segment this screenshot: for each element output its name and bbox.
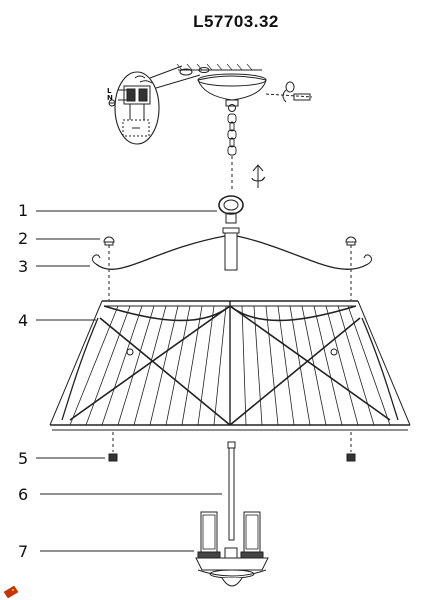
part-6-rod	[40, 441, 236, 541]
wiring-label-live: L	[107, 87, 112, 95]
corner-tag-icon	[3, 585, 19, 599]
model-number-title: L57703.32	[193, 12, 279, 31]
callout-number-6: 6	[18, 485, 29, 504]
chain	[227, 113, 237, 156]
wiring-label-neutral: N	[107, 94, 113, 102]
callout-number-2: 2	[18, 229, 29, 248]
wiring-inset	[108, 65, 201, 145]
callout-number-4: 4	[18, 311, 29, 330]
ceiling-mount	[176, 63, 313, 190]
part-5-nuts	[36, 432, 356, 462]
part-3-arm	[36, 227, 373, 300]
part-7-light-cluster	[40, 511, 269, 587]
callout-number-1: 1	[18, 201, 29, 220]
callout-number-3: 3	[18, 257, 29, 276]
callout-number-7: 7	[18, 542, 29, 561]
part-4-shade	[36, 300, 411, 431]
callout-number-5: 5	[18, 449, 29, 468]
part-2-finials	[36, 236, 357, 246]
part-1-ring	[36, 195, 244, 224]
